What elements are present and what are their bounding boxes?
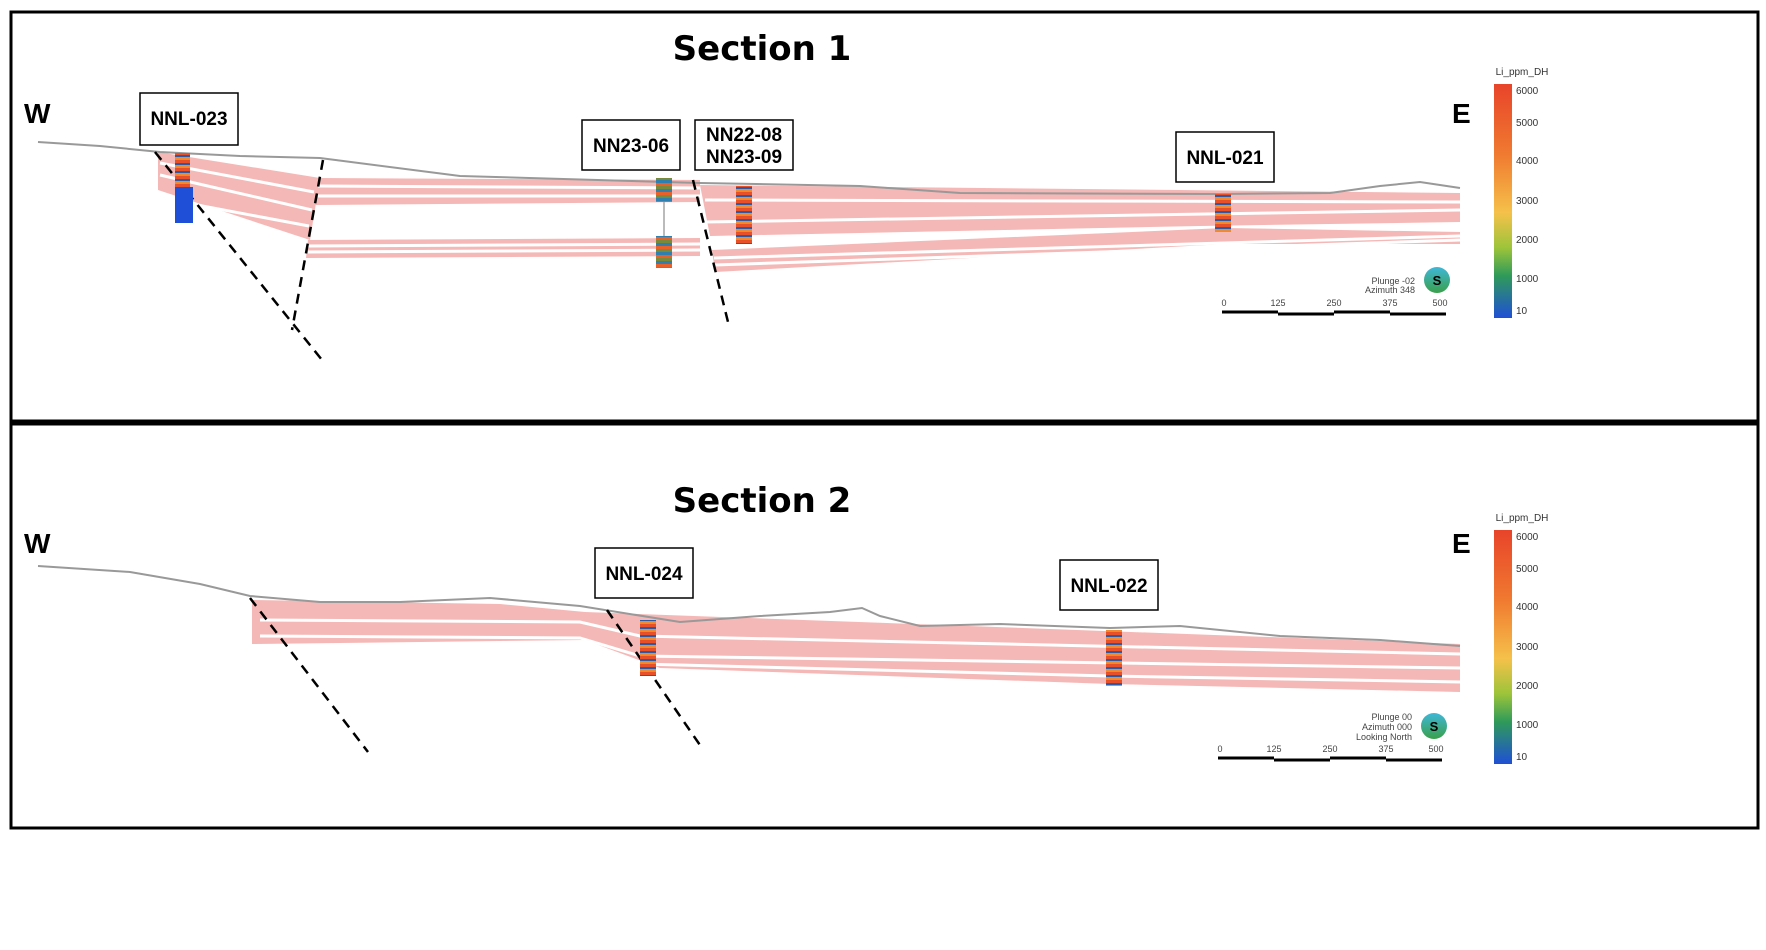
svg-text:NN23-09: NN23-09 bbox=[706, 147, 782, 168]
section-2-panel: Section 2 W E NNL-024 bbox=[9, 422, 1760, 830]
svg-text:1000: 1000 bbox=[1516, 274, 1539, 285]
drillhole-core bbox=[175, 153, 190, 187]
drillhole-core bbox=[1215, 194, 1231, 232]
svg-text:NNL-021: NNL-021 bbox=[1186, 148, 1264, 169]
scale-bar: 0 125 250 375 500 bbox=[1217, 744, 1444, 762]
svg-text:4000: 4000 bbox=[1516, 156, 1539, 167]
orientation-azimuth: Azimuth 000 bbox=[1362, 722, 1412, 732]
pegmatite-body bbox=[306, 238, 700, 258]
compass-icon bbox=[1421, 713, 1447, 739]
orientation-plunge: Plunge 00 bbox=[1371, 712, 1412, 722]
section-1-panel: Section 1 W E bbox=[9, 10, 1760, 423]
drillhole-traces bbox=[175, 153, 1231, 268]
compass-letter: S bbox=[1430, 719, 1439, 734]
fault-line bbox=[605, 609, 704, 749]
svg-text:2000: 2000 bbox=[1516, 681, 1539, 692]
svg-text:0: 0 bbox=[1221, 298, 1226, 308]
fault-line bbox=[249, 597, 369, 753]
orientation-azimuth: Azimuth 348 bbox=[1365, 285, 1415, 295]
faults bbox=[249, 597, 704, 753]
legend-title: Li_ppm_DH bbox=[1496, 67, 1549, 78]
pegmatite-body bbox=[700, 185, 1460, 236]
legend-title: Li_ppm_DH bbox=[1496, 513, 1549, 524]
svg-text:3000: 3000 bbox=[1516, 642, 1539, 653]
pegmatite-body bbox=[315, 178, 700, 205]
scale-bar: 0 125 250 375 500 bbox=[1221, 298, 1448, 316]
svg-text:NN23-06: NN23-06 bbox=[593, 136, 669, 157]
svg-text:375: 375 bbox=[1382, 298, 1397, 308]
svg-text:10: 10 bbox=[1516, 306, 1528, 317]
svg-text:10: 10 bbox=[1516, 752, 1528, 763]
drillhole-core bbox=[1106, 630, 1122, 686]
svg-text:NNL-023: NNL-023 bbox=[150, 109, 227, 130]
drillhole-core bbox=[640, 620, 656, 676]
topography-line bbox=[37, 565, 1461, 647]
svg-text:2000: 2000 bbox=[1516, 235, 1539, 246]
legend-color-ramp bbox=[1494, 530, 1512, 764]
east-label: E bbox=[1452, 98, 1471, 129]
east-label: E bbox=[1452, 528, 1471, 559]
svg-text:125: 125 bbox=[1270, 298, 1285, 308]
fault-line bbox=[154, 151, 323, 361]
svg-text:0: 0 bbox=[1217, 744, 1222, 754]
section-1-title: Section 1 bbox=[673, 29, 852, 69]
faults bbox=[154, 151, 730, 361]
svg-text:NNL-022: NNL-022 bbox=[1070, 576, 1147, 597]
svg-text:4000: 4000 bbox=[1516, 602, 1539, 613]
drillhole-core bbox=[736, 186, 752, 244]
pegmatite-body bbox=[712, 228, 1460, 272]
drillhole-core bbox=[175, 187, 193, 223]
svg-text:6000: 6000 bbox=[1516, 86, 1539, 97]
drillhole-label-nnl-021: NNL-021 bbox=[1175, 131, 1275, 183]
west-label: W bbox=[24, 528, 51, 559]
topography-line bbox=[37, 141, 1461, 196]
fault-line bbox=[290, 159, 325, 331]
orientation-looking: Looking North bbox=[1356, 732, 1412, 742]
compass-letter: S bbox=[1433, 273, 1442, 288]
svg-text:250: 250 bbox=[1326, 298, 1341, 308]
svg-text:NN22-08: NN22-08 bbox=[706, 125, 782, 146]
west-label: W bbox=[24, 98, 51, 129]
legend-color-ramp bbox=[1494, 84, 1512, 318]
orientation-plunge: Plunge -02 bbox=[1371, 276, 1415, 286]
svg-text:5000: 5000 bbox=[1516, 118, 1539, 129]
drillhole-label-nnl-024: NNL-024 bbox=[594, 547, 694, 599]
svg-text:250: 250 bbox=[1322, 744, 1337, 754]
compass-icon bbox=[1424, 267, 1450, 293]
drillhole-traces bbox=[640, 620, 1122, 686]
pegmatite-body bbox=[158, 152, 320, 240]
svg-text:375: 375 bbox=[1378, 744, 1393, 754]
svg-text:125: 125 bbox=[1266, 744, 1281, 754]
drillhole-label-nnl-022: NNL-022 bbox=[1059, 559, 1159, 611]
drillhole-label-nn23-06: NN23-06 bbox=[581, 119, 681, 171]
svg-text:3000: 3000 bbox=[1516, 196, 1539, 207]
svg-text:6000: 6000 bbox=[1516, 532, 1539, 543]
svg-text:500: 500 bbox=[1428, 744, 1443, 754]
drillhole-core bbox=[656, 178, 672, 202]
svg-text:500: 500 bbox=[1432, 298, 1447, 308]
fault-line bbox=[691, 179, 730, 323]
li-ppm-legend: Li_ppm_DH 6000 5000 4000 3000 2000 1000 … bbox=[1494, 513, 1548, 764]
svg-text:1000: 1000 bbox=[1516, 720, 1539, 731]
drillhole-label-nn22-08: NN22-08 NN23-09 bbox=[694, 119, 794, 171]
drillhole-label-nnl-023: NNL-023 bbox=[139, 92, 239, 146]
pegmatite-layers bbox=[158, 152, 1460, 272]
svg-text:5000: 5000 bbox=[1516, 564, 1539, 575]
drillhole-core bbox=[656, 236, 672, 268]
section-2-title: Section 2 bbox=[673, 481, 852, 521]
svg-text:NNL-024: NNL-024 bbox=[605, 564, 683, 585]
li-ppm-legend: Li_ppm_DH 6000 5000 4000 3000 2000 1000 … bbox=[1494, 67, 1548, 318]
